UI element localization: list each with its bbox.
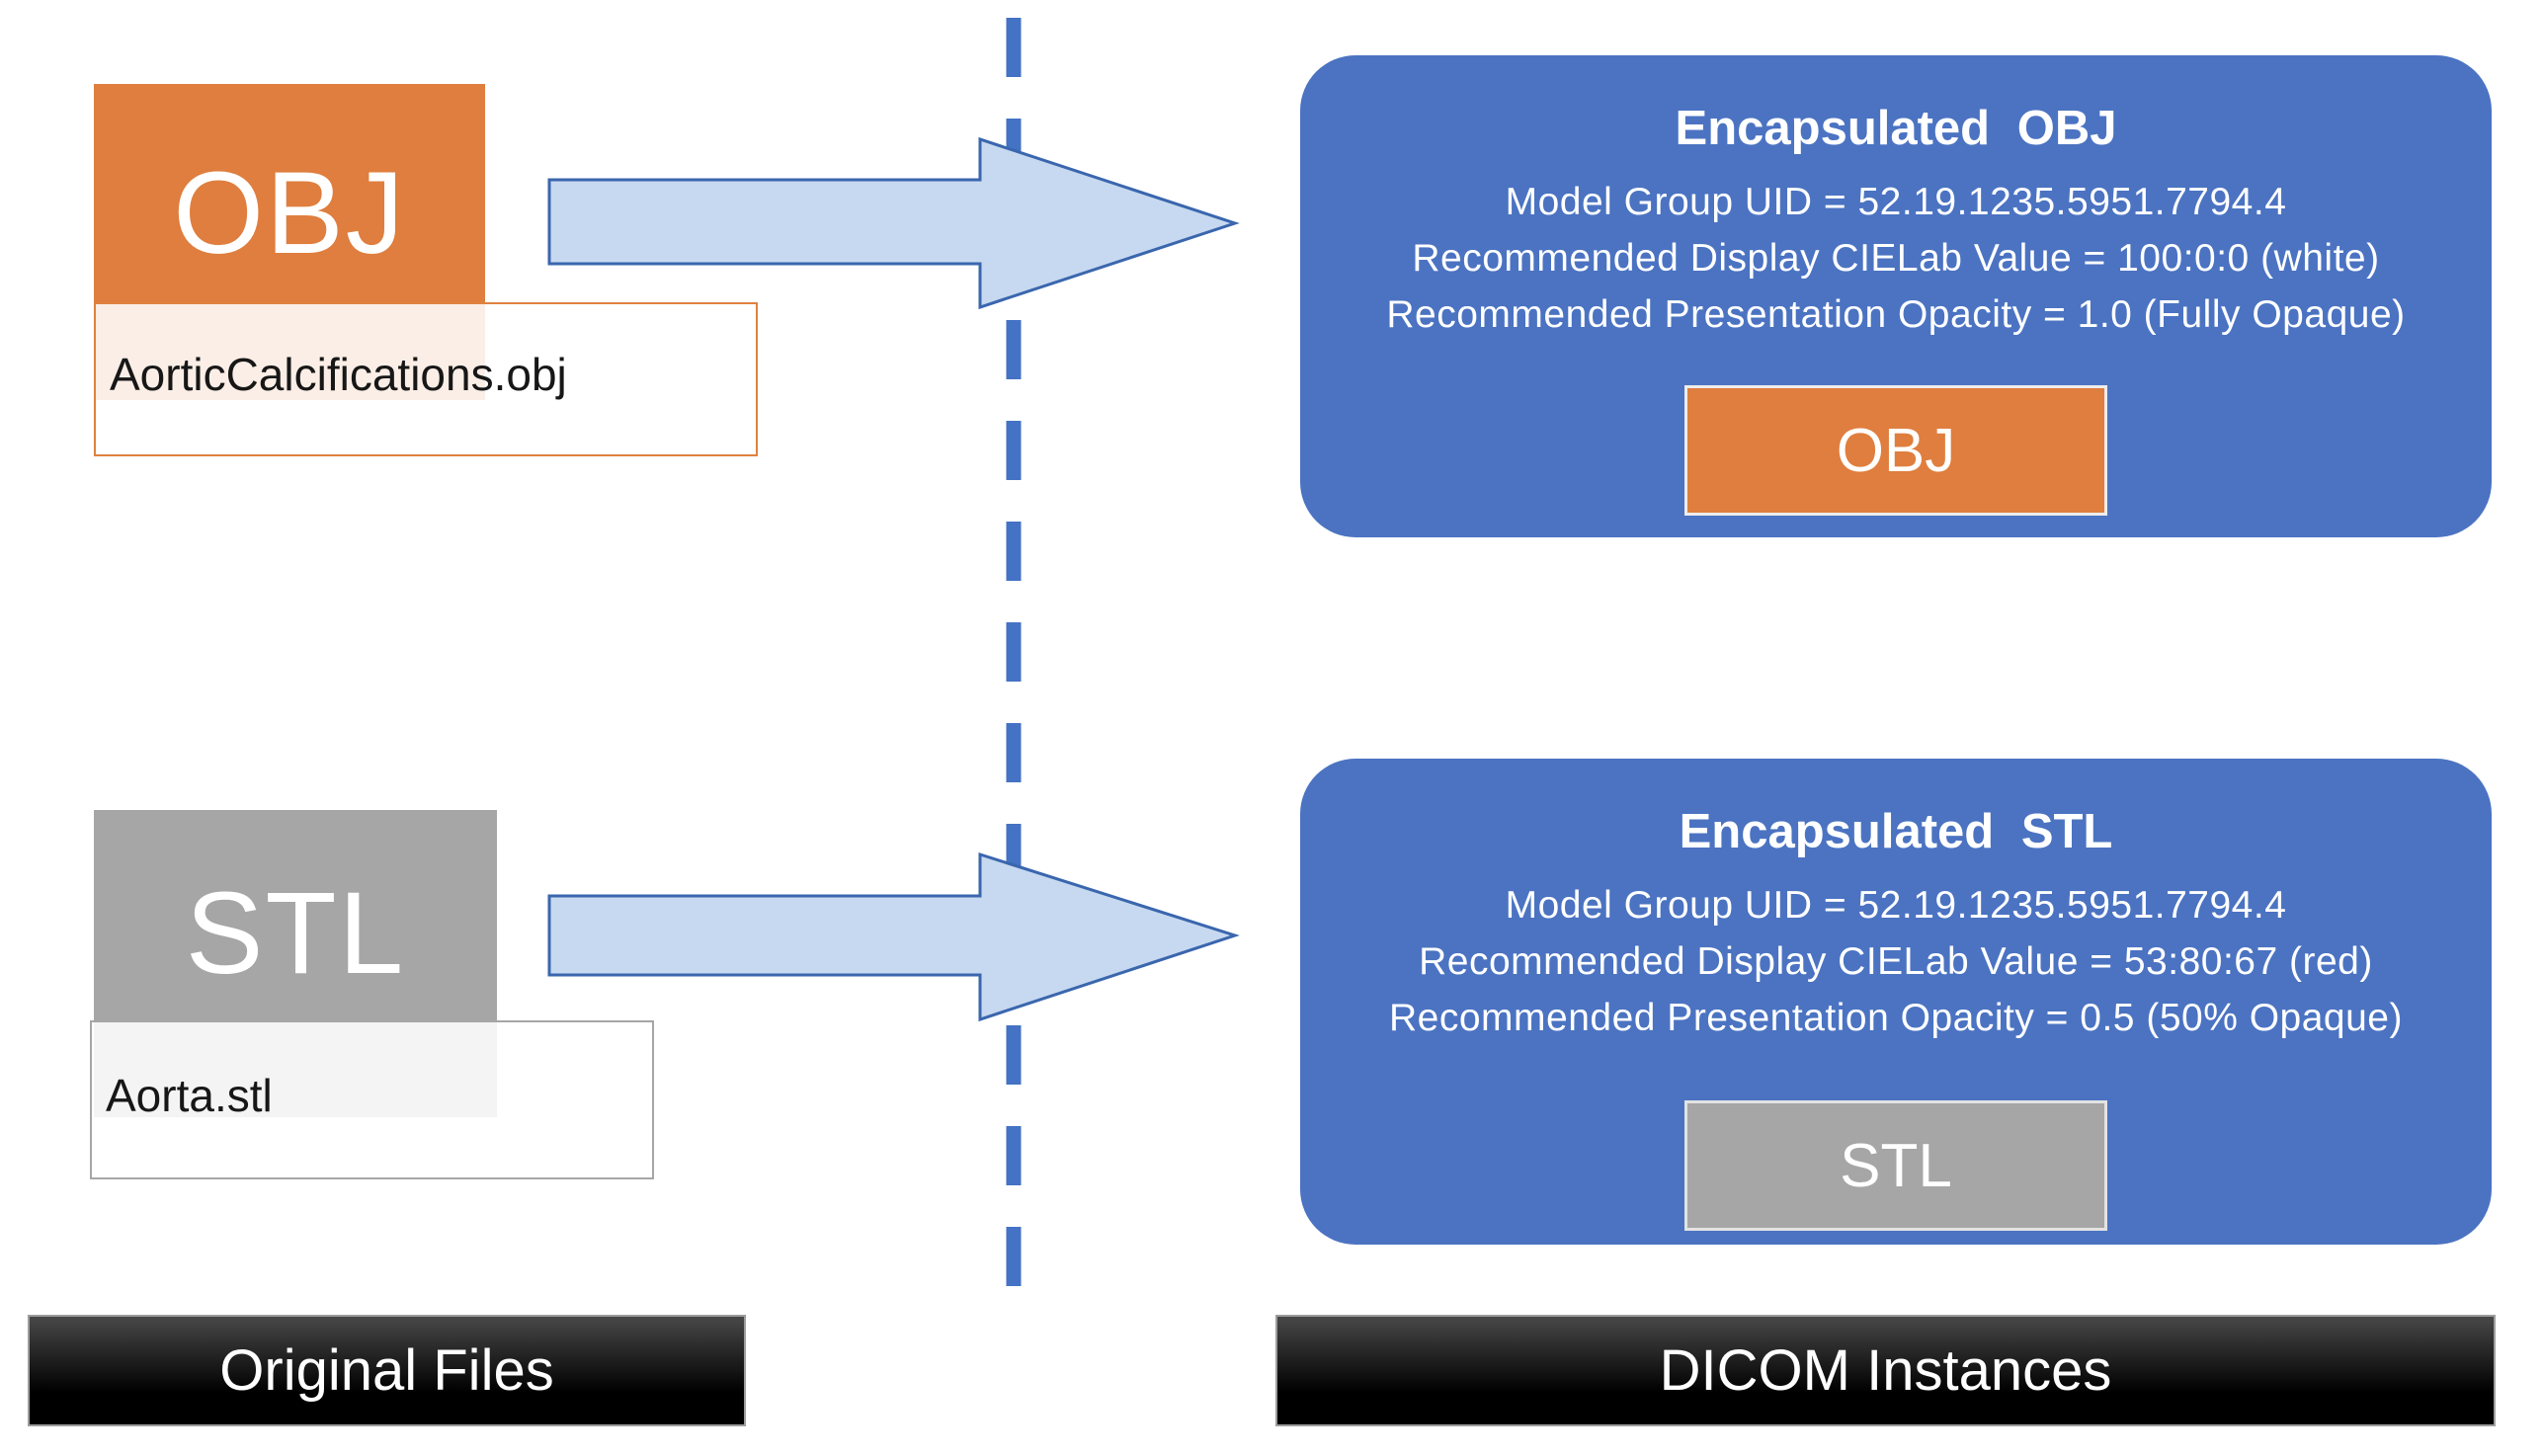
encapsulated-obj-badge-label: OBJ [1836, 416, 1956, 485]
stl-filename-box: Aorta.stl [90, 1020, 654, 1179]
conversion-arrow-stl-icon [547, 851, 1240, 1022]
encapsulated-obj-title: Encapsulated OBJ [1675, 102, 2117, 155]
conversion-arrow-obj-icon [547, 136, 1240, 310]
dicom-instances-section-label: DICOM Instances [1275, 1315, 2496, 1426]
encapsulated-stl-cielab-line: Recommended Display CIELab Value = 53:80… [1419, 940, 2373, 983]
dicom-instances-section-text: DICOM Instances [1659, 1338, 2112, 1403]
encapsulated-obj-uid-line: Model Group UID = 52.19.1235.5951.7794.4 [1505, 181, 2287, 223]
encapsulated-obj-badge: OBJ [1684, 385, 2107, 516]
encapsulated-stl-box: Encapsulated STL Model Group UID = 52.19… [1300, 759, 2492, 1245]
obj-filename-box: AorticCalcifications.obj [94, 302, 758, 456]
encapsulated-stl-badge: STL [1684, 1100, 2107, 1231]
encapsulated-stl-title: Encapsulated STL [1679, 805, 2113, 858]
encapsulated-obj-box: Encapsulated OBJ Model Group UID = 52.19… [1300, 55, 2492, 537]
encapsulated-stl-uid-line: Model Group UID = 52.19.1235.5951.7794.4 [1505, 884, 2287, 927]
stl-filename-text: Aorta.stl [106, 1069, 273, 1121]
encapsulated-obj-opacity-line: Recommended Presentation Opacity = 1.0 (… [1386, 293, 2406, 336]
obj-file-badge-label: OBJ [173, 148, 406, 279]
original-files-section-label: Original Files [28, 1315, 746, 1426]
original-files-section-text: Original Files [219, 1338, 554, 1403]
encapsulated-stl-opacity-line: Recommended Presentation Opacity = 0.5 (… [1389, 997, 2403, 1039]
stl-file-badge-label: STL [185, 867, 406, 999]
obj-filename-text: AorticCalcifications.obj [110, 349, 567, 400]
encapsulated-stl-badge-label: STL [1840, 1131, 1952, 1200]
encapsulated-obj-cielab-line: Recommended Display CIELab Value = 100:0… [1412, 237, 2380, 280]
